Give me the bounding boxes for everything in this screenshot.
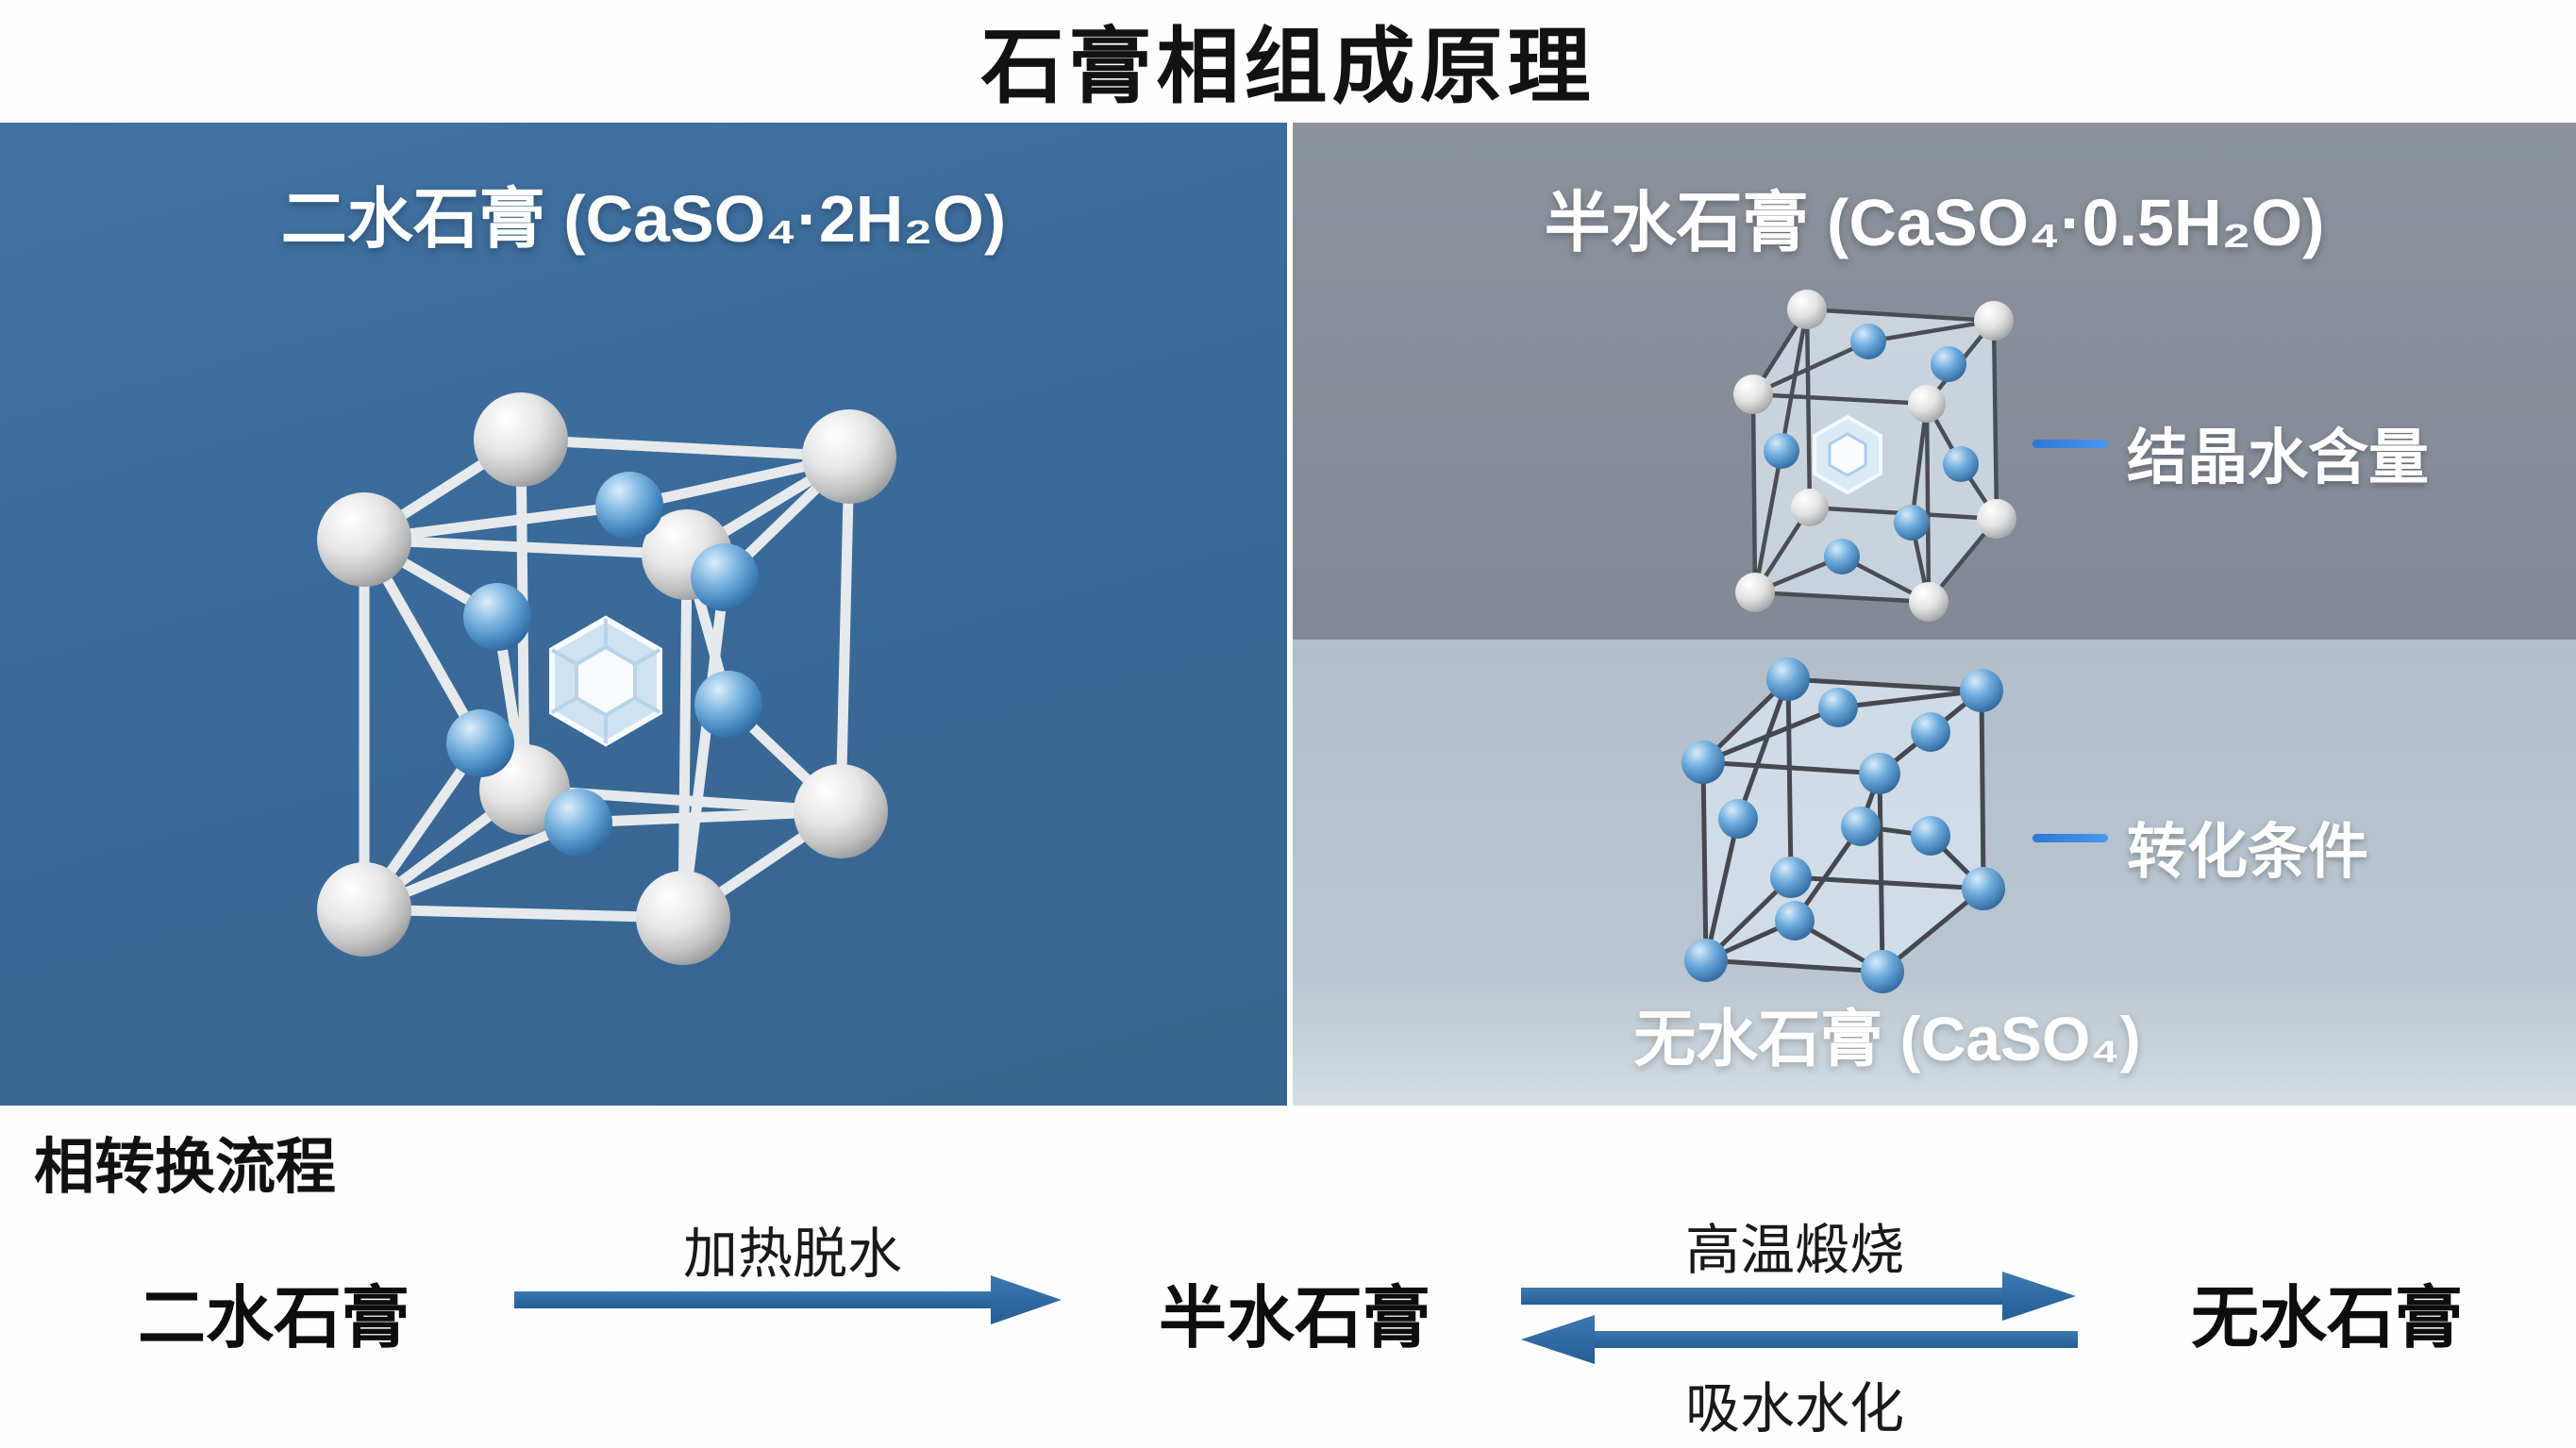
hemihydrate-panel-title: 半水石膏 (CaSO₄·0.5H₂O) [1544, 186, 2325, 259]
flow-node-anhydrite: 无水石膏 [2190, 1281, 2463, 1356]
hydration-arrow [1521, 1315, 2078, 1364]
flow-section-heading: 相转换流程 [34, 1133, 336, 1201]
anhydrite-atoms-blue [1681, 657, 2005, 993]
conversion-annotation-dash [2032, 834, 2108, 842]
oxygen-atoms-blue [446, 472, 762, 857]
oxygen-atoms-blue [1764, 324, 1979, 574]
calcium-atoms-gray [1733, 290, 2016, 622]
crystal-water-annotation-dash [2032, 440, 2108, 448]
dihydrate-panel-title: 二水石膏 (CaSO₄·2H₂O) [280, 182, 1007, 256]
reversible-arrows [1521, 1272, 2078, 1364]
anhydrite-panel-title: 无水石膏 (CaSO₄) [1633, 1004, 2141, 1074]
crystal-water-gem-small [1813, 414, 1882, 495]
page-title: 石膏相组成原理 [980, 20, 1596, 113]
anhydrite-crystal-structure [1681, 657, 2005, 993]
calcination-arrow [1521, 1272, 2076, 1321]
hydration-condition-label: 吸水水化 [1684, 1378, 1904, 1440]
calcium-atoms-gray [317, 392, 896, 965]
flow-node-hemihydrate: 半水石膏 [1158, 1281, 1430, 1356]
dehydration-condition-label: 加热脱水 [682, 1223, 902, 1285]
dihydrate-crystal-structure [317, 392, 896, 965]
conversion-annotation-label: 转化条件 [2127, 818, 2368, 886]
crystal-water-annotation-label: 结晶水含量 [2127, 424, 2429, 491]
crystal-water-gem [549, 615, 662, 747]
flow-node-dihydrate: 二水石膏 [137, 1281, 410, 1356]
calcination-condition-label: 高温煅烧 [1684, 1220, 1904, 1281]
hemihydrate-crystal-structure [1733, 290, 2016, 622]
dehydration-arrow [514, 1275, 1062, 1324]
